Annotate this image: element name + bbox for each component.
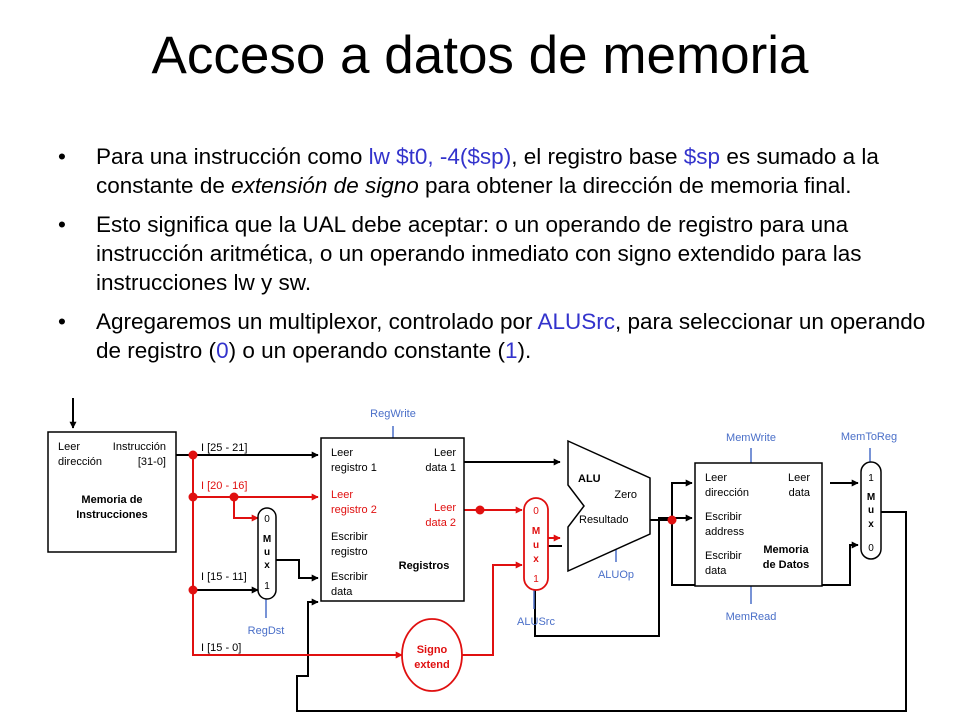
bullet-list: Para una instrucción como lw $t0, -4($sp… (58, 142, 938, 375)
immediate-wire (192, 455, 403, 659)
aluop-label: ALUOp (598, 569, 634, 581)
svg-text:address: address (705, 526, 745, 538)
svg-text:1: 1 (264, 581, 270, 592)
memtoreg-label: MemToReg (841, 431, 897, 443)
svg-text:data 1: data 1 (425, 462, 456, 474)
svg-text:Signo: Signo (417, 644, 448, 656)
svg-text:0: 0 (533, 506, 539, 517)
svg-text:data 2: data 2 (425, 517, 456, 529)
svg-text:data: data (789, 487, 811, 499)
svg-text:x: x (533, 554, 539, 565)
svg-text:Leer: Leer (331, 447, 353, 459)
red-wires (192, 455, 561, 659)
alusrc-term: ALUSrc (537, 309, 616, 334)
svg-text:1: 1 (868, 473, 874, 484)
register-file: RegWrite Leer registro 1 Leer registro 2… (320, 408, 465, 602)
svg-text:Leer: Leer (58, 441, 80, 453)
svg-text:0: 0 (868, 543, 874, 554)
instruction-memory: Leer dirección Instrucción [31-0] Memori… (47, 431, 177, 553)
svg-text:de Datos: de Datos (763, 559, 809, 571)
wire-junctions (188, 450, 677, 595)
field-rs-label: I [25 - 21] (201, 442, 247, 454)
bullet-item: Esto significa que la UAL debe aceptar: … (58, 210, 938, 297)
alu: ALU Zero Resultado ALUOp (567, 439, 651, 581)
control-lines (265, 426, 871, 618)
regdst-mux: 0 M u x 1 RegDst (248, 507, 285, 637)
svg-text:x: x (264, 560, 270, 571)
svg-text:u: u (533, 540, 539, 551)
svg-text:Escribir: Escribir (331, 571, 368, 583)
svg-text:x: x (868, 519, 874, 530)
svg-text:dirección: dirección (705, 487, 749, 499)
svg-text:dirección: dirección (58, 456, 102, 468)
svg-text:Instrucción: Instrucción (113, 441, 166, 453)
instruction-example: lw $t0, -4($sp) (368, 144, 512, 169)
svg-text:Resultado: Resultado (579, 514, 629, 526)
alu-result-address-wire (650, 479, 693, 521)
bullet-item: Agregaremos un multiplexor, controlado p… (58, 307, 938, 365)
memread-label: MemRead (726, 611, 777, 623)
field-imm-label: I [15 - 0] (201, 642, 241, 654)
sign-extension-term: extensión de signo (231, 173, 419, 198)
instruction-field-labels: I [25 - 21] I [20 - 16] I [15 - 11] I [1… (201, 442, 247, 654)
rt-to-mux-wire (233, 497, 259, 522)
svg-text:Instrucciones: Instrucciones (76, 509, 148, 521)
svg-text:M: M (867, 492, 875, 503)
alusrc-label: ALUSrc (517, 616, 555, 628)
svg-text:M: M (263, 534, 271, 545)
svg-text:u: u (868, 505, 874, 516)
svg-text:[31-0]: [31-0] (138, 456, 166, 468)
svg-text:0: 0 (264, 514, 270, 525)
data-memory: MemWrite MemRead Leer dirección Escribir… (694, 432, 823, 623)
regwrite-label: RegWrite (370, 408, 416, 420)
svg-text:registro: registro (331, 546, 368, 558)
svg-text:Zero: Zero (614, 489, 637, 501)
svg-text:Registros: Registros (399, 560, 450, 572)
svg-text:Escribir: Escribir (705, 511, 742, 523)
svg-text:1: 1 (533, 574, 539, 585)
write-register-wire (276, 559, 319, 582)
memtoreg-mux: 1 M u x 0 MemToReg (841, 431, 897, 560)
svg-text:Escribir: Escribir (331, 531, 368, 543)
memwrite-label: MemWrite (726, 432, 776, 444)
field-rd-label: I [15 - 11] (201, 571, 247, 583)
svg-text:ALU: ALU (578, 473, 601, 485)
svg-text:extend: extend (414, 659, 449, 671)
bullet-item: Para una instrucción como lw $t0, -4($sp… (58, 142, 938, 200)
svg-text:M: M (532, 526, 540, 537)
write-back-wire (296, 511, 907, 712)
slide-title: Acceso a datos de memoria (151, 26, 809, 85)
svg-text:Memoria de: Memoria de (81, 494, 142, 506)
svg-text:Memoria: Memoria (763, 544, 809, 556)
svg-text:registro 1: registro 1 (331, 462, 377, 474)
sign-extended-wire (462, 561, 523, 656)
regdst-label: RegDst (248, 625, 285, 637)
alu-result-bypass-wire (671, 520, 859, 586)
svg-text:Leer: Leer (705, 472, 727, 484)
svg-text:Leer: Leer (434, 502, 456, 514)
svg-text:data: data (331, 586, 353, 598)
field-rt-label: I [20 - 16] (201, 480, 247, 492)
base-register: $sp (683, 144, 721, 169)
alusrc-mux: 0 M u x 1 ALUSrc (517, 497, 555, 628)
svg-text:registro 2: registro 2 (331, 504, 377, 516)
svg-text:Leer: Leer (331, 489, 353, 501)
sign-extend-unit: Signo extend (401, 618, 463, 692)
svg-text:Leer: Leer (434, 447, 456, 459)
svg-text:data: data (705, 565, 727, 577)
svg-text:Leer: Leer (788, 472, 810, 484)
svg-text:Escribir: Escribir (705, 550, 742, 562)
svg-text:u: u (264, 547, 270, 558)
